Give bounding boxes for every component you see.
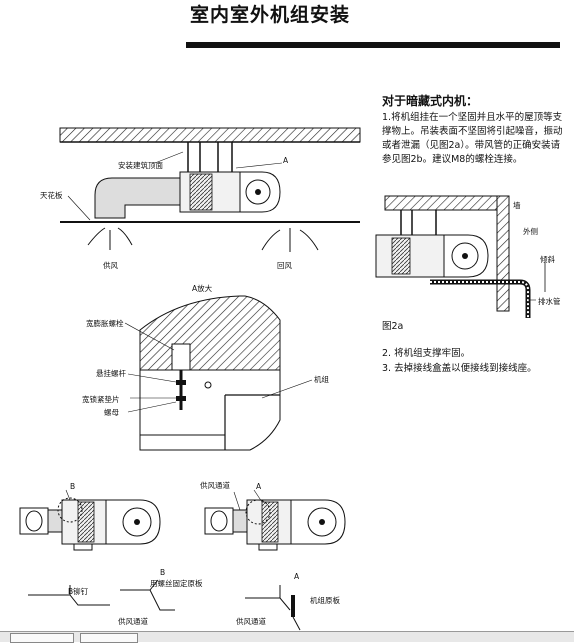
page-title: 室内室外机组安装 — [190, 4, 351, 26]
label-unit: 机组 — [314, 375, 329, 384]
label-hanger-rod: 悬挂螺杆 — [96, 369, 126, 378]
label-duct-2: 供风通道 — [118, 617, 148, 626]
label-detail-title: A放大 — [192, 284, 213, 293]
label-mount-surface: 安装建筑顶面 — [118, 161, 163, 170]
label-a2: A — [294, 572, 300, 581]
label-washer: 宽锁紧垫片 — [82, 395, 120, 404]
figure-2a-caption: 图2a — [382, 321, 404, 332]
label-duct-3: 供风通道 — [236, 617, 266, 626]
label-screw-fix: 用螺丝固定原板 — [150, 579, 203, 588]
label-expansion-bolt: 宽膨胀螺栓 — [86, 319, 124, 328]
figure-duct-connection — [19, 489, 346, 631]
label-slope: 倾斜 — [540, 255, 555, 264]
label-supply: 供风 — [103, 261, 118, 270]
instruction-paragraph-3: 3. 去掉接线盒盖以便接线到接线座。 — [382, 363, 537, 374]
bottom-bar — [0, 631, 574, 642]
label-wall: 墙 — [513, 201, 521, 210]
bottom-tab-2[interactable] — [80, 633, 138, 643]
figure-ceiling-install — [59, 127, 361, 252]
figure-detail-a — [124, 295, 313, 451]
right-heading: 对于暗藏式内机： — [382, 94, 479, 108]
instruction-paragraph-2: 2. 将机组支撑牢固。 — [382, 348, 471, 359]
label-rivet: B铆钉 — [68, 587, 89, 596]
figure-2a — [375, 195, 546, 318]
label-outside: 外侧 — [523, 227, 538, 236]
label-b1: B — [70, 482, 76, 491]
label-drain: 排水管 — [538, 297, 561, 306]
label-duct: 供风通道 — [200, 481, 230, 490]
title-rule — [186, 42, 560, 48]
label-nut: 螺母 — [104, 408, 119, 417]
instruction-paragraph-1: 1.将机组挂在一个坚固并且水平的屋顶等支撑物上。吊装表面不坚固将引起噪音，振动或… — [382, 112, 563, 165]
label-b2: B — [160, 568, 166, 577]
label-a-marker: A — [283, 156, 289, 165]
bottom-tab-1[interactable] — [10, 633, 74, 643]
label-a1: A — [256, 482, 262, 491]
label-return: 回风 — [277, 261, 292, 270]
label-unit-plate: 机组原板 — [310, 596, 340, 605]
label-ceiling: 天花板 — [40, 191, 63, 200]
